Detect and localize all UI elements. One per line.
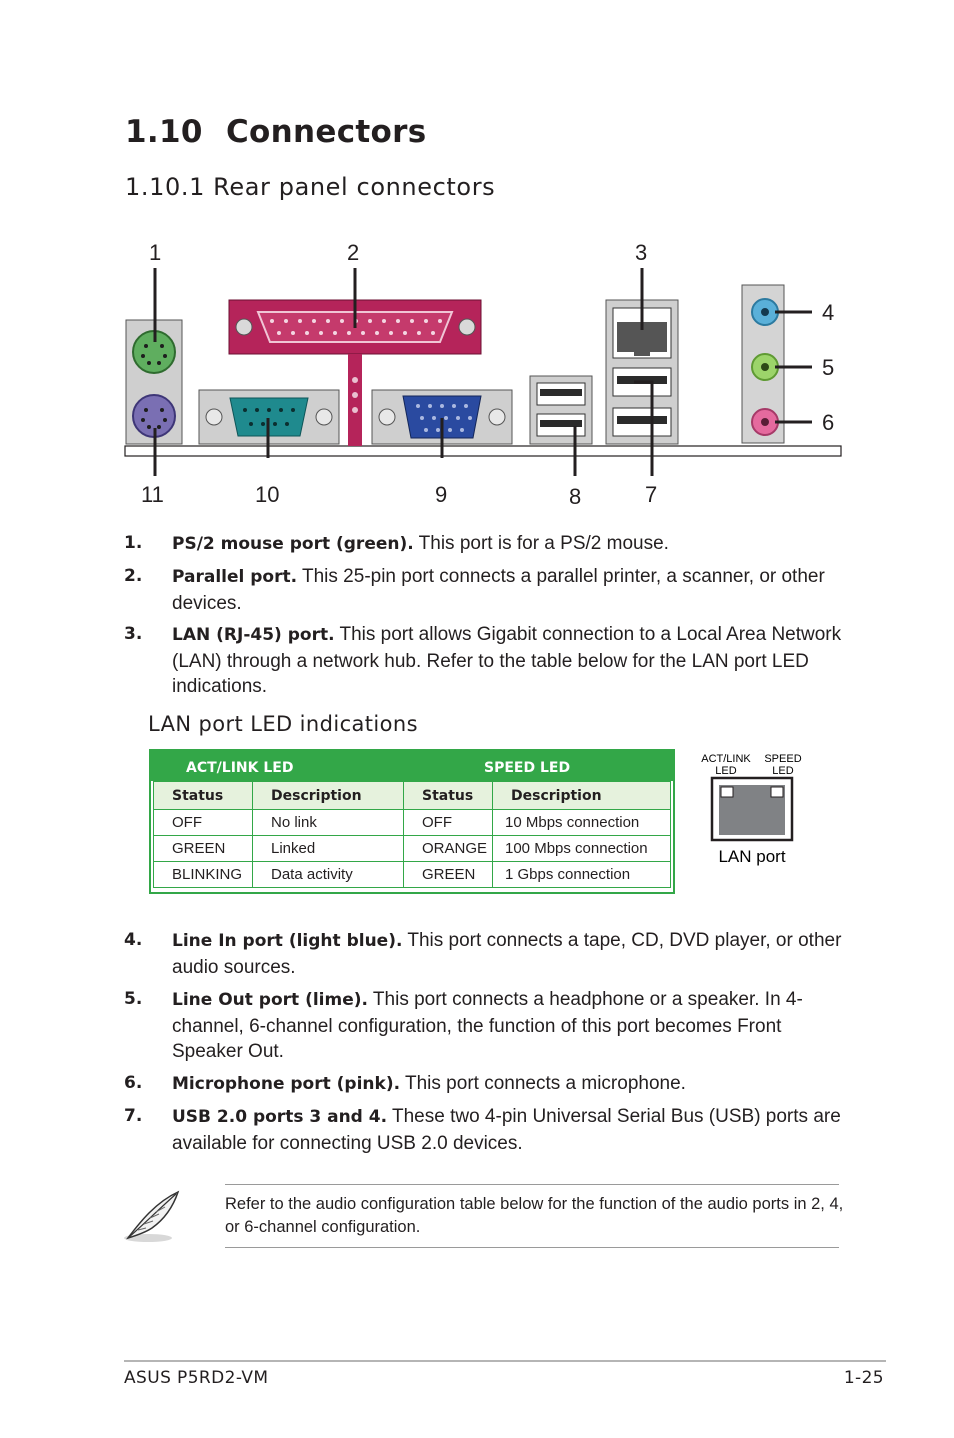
lan-section-title: LAN port LED indications <box>148 712 418 736</box>
section-title: Connectors <box>226 114 427 150</box>
table-header-row: Status Description Status Description <box>153 781 671 810</box>
svg-text:LED: LED <box>772 765 793 777</box>
svg-text:ACT/LINK: ACT/LINK <box>701 753 751 765</box>
list-item: 7. USB 2.0 ports 3 and 4. These two 4-pi… <box>124 1106 841 1154</box>
callout-4: 4 <box>822 300 834 325</box>
audio-jacks-graphic <box>741 284 785 444</box>
lan-table-group-header: ACT/LINK LED SPEED LED <box>151 751 673 781</box>
speed-led-icon <box>770 786 784 798</box>
subsection-title: 1.10.1 Rear panel connectors <box>125 173 496 201</box>
footer-rule <box>124 1360 886 1362</box>
list-item: 6. Microphone port (pink). This port con… <box>124 1073 686 1094</box>
lan-port-caption: LAN port <box>718 847 785 866</box>
callout-5: 5 <box>822 355 834 380</box>
note-top-rule <box>225 1184 839 1185</box>
table-row: BLINKING Data activity GREEN 1 Gbps conn… <box>153 861 671 888</box>
footer-page-number: 1-25 <box>843 1368 884 1388</box>
list-item: 1. PS/2 mouse port (green). This port is… <box>124 533 669 554</box>
note-text: Refer to the audio configuration table b… <box>225 1195 844 1236</box>
callout-2: 2 <box>347 240 359 265</box>
svg-text:LED: LED <box>715 765 736 777</box>
list-item: 4. Line In port (light blue). This port … <box>124 930 842 978</box>
usb-ports-1-2-graphic <box>529 375 593 445</box>
callout-10: 10 <box>255 482 279 507</box>
note-feather-icon <box>124 1190 180 1242</box>
callout-8: 8 <box>569 484 581 509</box>
act-link-led-icon <box>720 786 734 798</box>
lan-port-diagram: ACT/LINK LED SPEED LED LAN port <box>701 753 801 866</box>
footer-product: ASUS P5RD2-VM <box>124 1368 269 1388</box>
callout-3: 3 <box>635 240 647 265</box>
callout-7: 7 <box>645 482 657 507</box>
rear-panel-diagram: 1 2 3 4 5 6 7 8 9 10 11 <box>124 240 842 509</box>
callout-9: 9 <box>435 482 447 507</box>
list-item: 5. Line Out port (lime). This port conne… <box>124 989 803 1062</box>
lan-usb-stack-graphic <box>605 299 679 445</box>
page-title: 1.10 Connectors <box>125 114 426 150</box>
section-number: 1.10 <box>125 114 203 150</box>
lan-led-table: ACT/LINK LED SPEED LED Status Descriptio… <box>149 749 675 894</box>
callout-6: 6 <box>822 410 834 435</box>
callout-11: 11 <box>141 482 164 507</box>
svg-text:SPEED: SPEED <box>764 753 801 765</box>
table-row: GREEN Linked ORANGE 100 Mbps connection <box>153 835 671 862</box>
list-item: 2. Parallel port. This 25-pin port conne… <box>124 566 825 614</box>
list-item: 3. LAN (RJ-45) port. This port allows Gi… <box>124 624 842 697</box>
note-bottom-rule <box>225 1247 839 1248</box>
callout-1: 1 <box>149 240 161 265</box>
table-row: OFF No link OFF 10 Mbps connection <box>153 809 671 836</box>
